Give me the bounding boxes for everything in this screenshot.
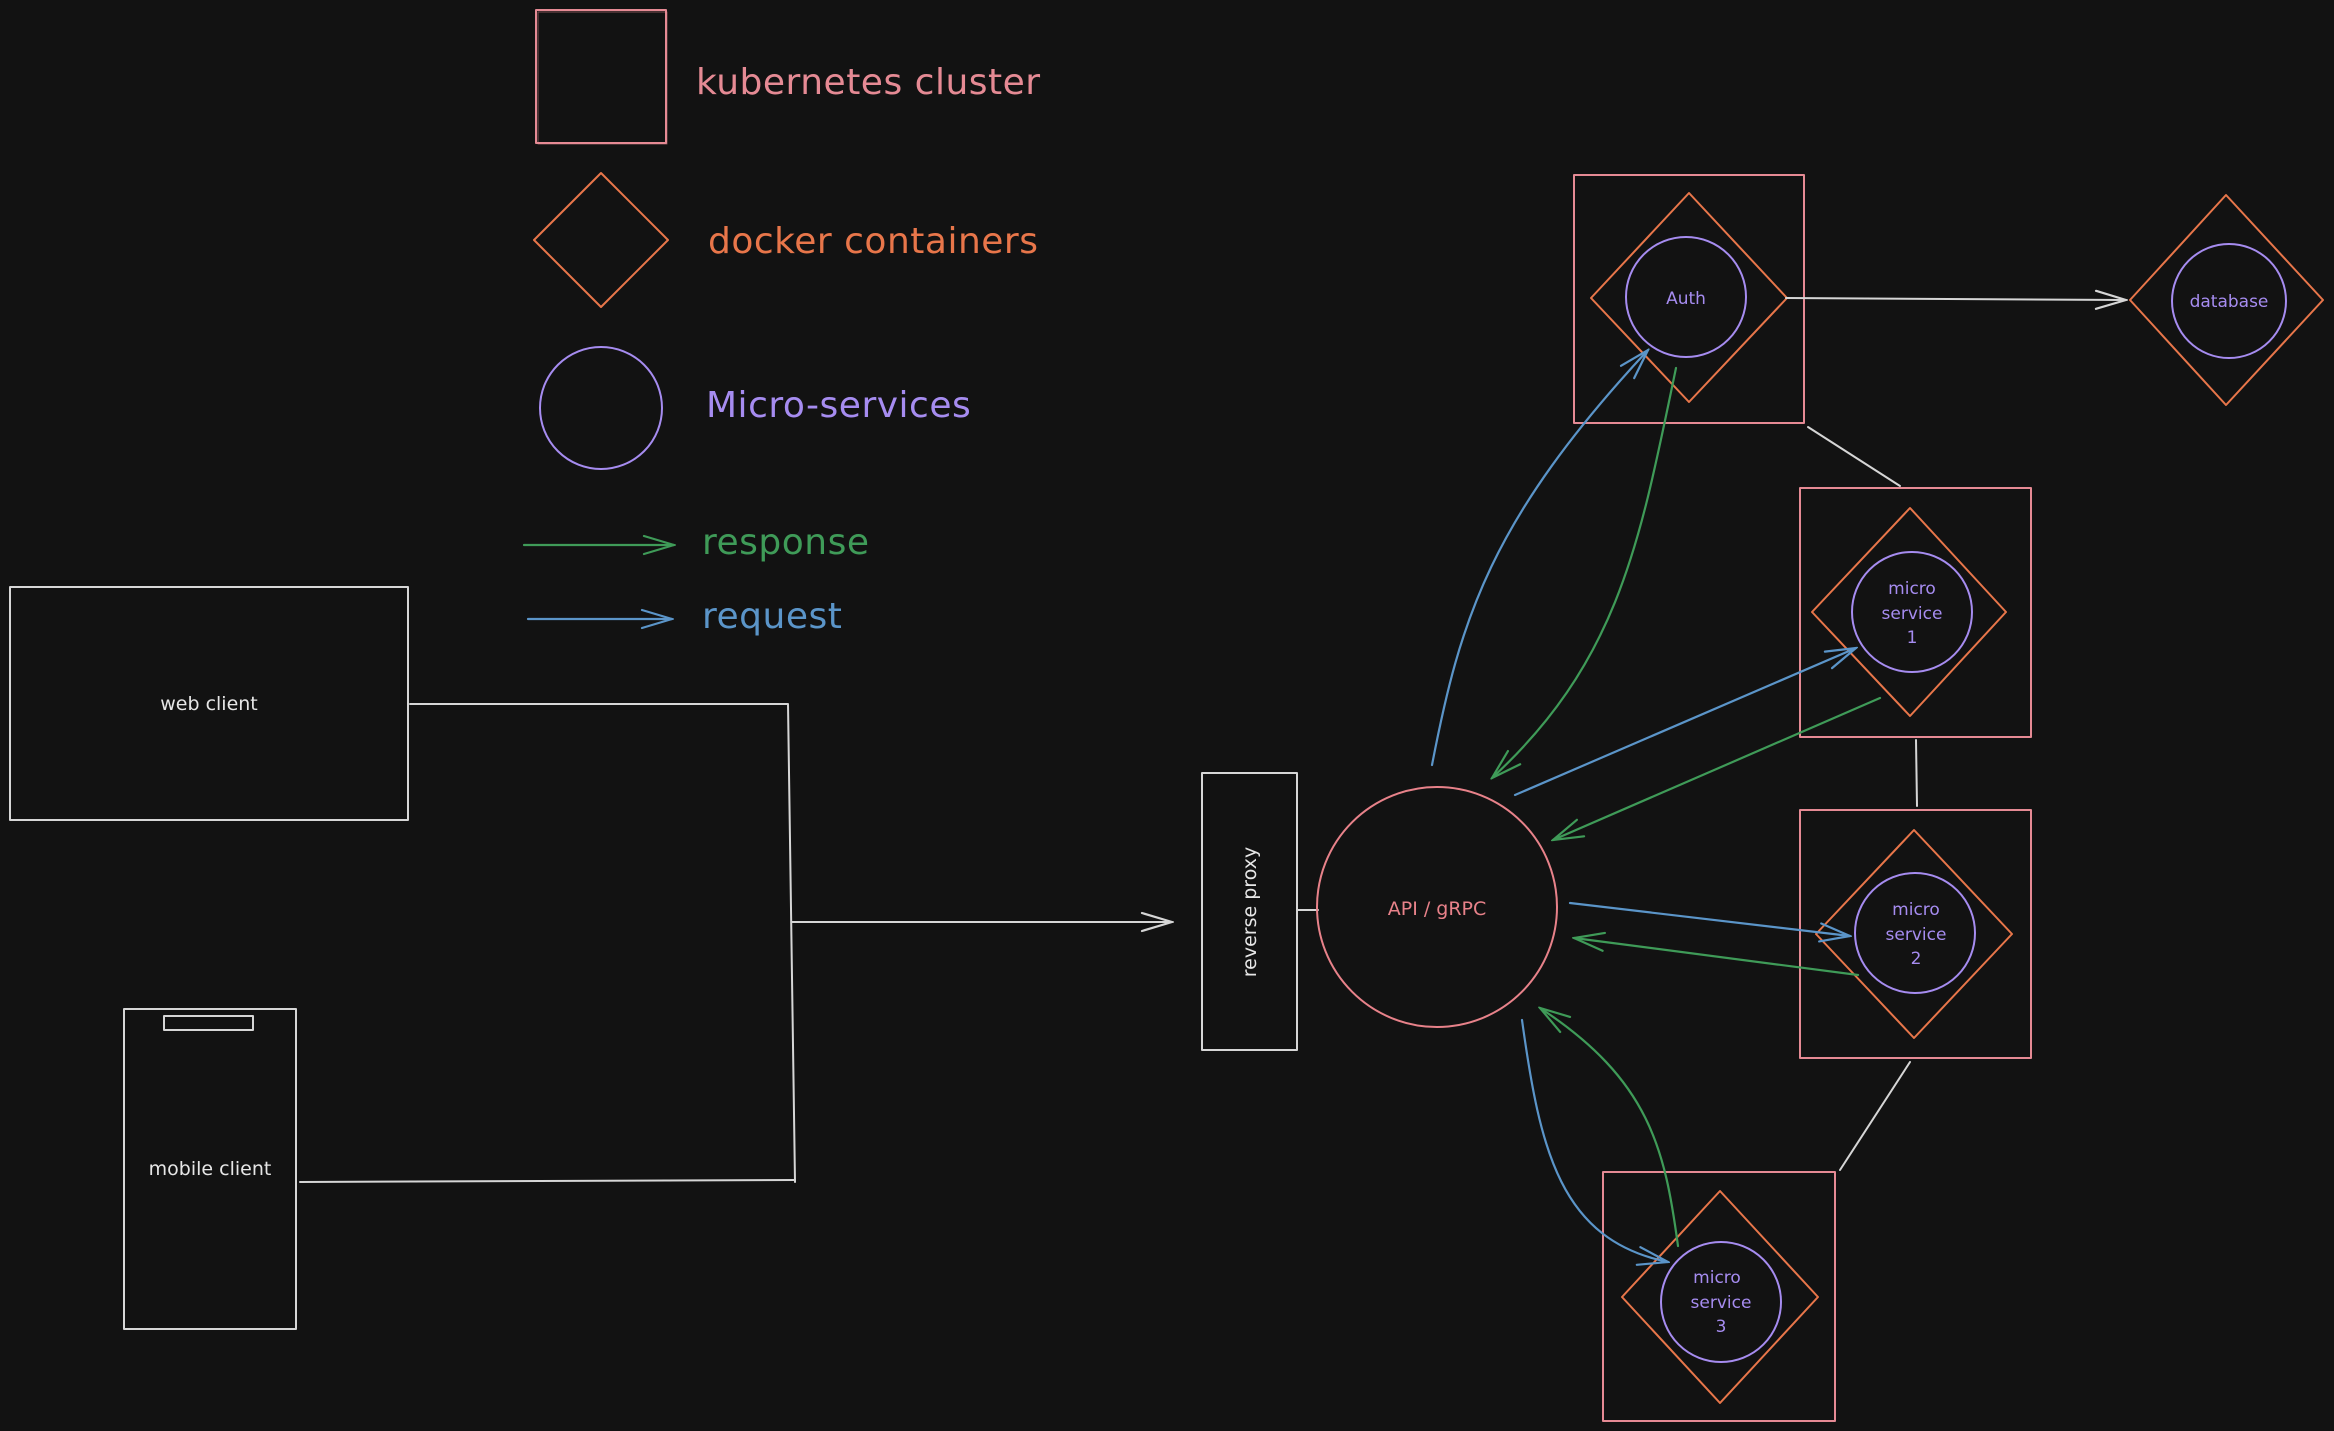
ms1-label-line3: 1 <box>1907 628 1918 648</box>
reverse-proxy-label: reverse proxy <box>1239 847 1261 977</box>
mobile-client: mobile client <box>123 1008 297 1330</box>
micro-service-1: micro service 1 <box>1799 487 2032 738</box>
ms3-label-line2: service <box>1691 1293 1752 1313</box>
ms1-ms2-link <box>1915 739 1918 807</box>
database-circle <box>2171 243 2287 359</box>
legend-response: response <box>522 522 870 563</box>
legend-container: docker containers <box>533 172 1038 308</box>
legend-cluster-label: kubernetes cluster <box>696 62 1041 103</box>
database-label: database <box>2190 292 2269 312</box>
response-ms1-to-api <box>1553 696 1882 840</box>
legend-microservice: Micro-services <box>539 346 971 470</box>
legend-microservice-icon <box>539 346 663 470</box>
web-client-connector <box>409 703 796 1183</box>
mobile-client-connector <box>299 1179 796 1183</box>
ms3-label-line1: micro <box>1693 1268 1741 1288</box>
reverse-proxy-box <box>1201 772 1298 1051</box>
request-api-to-ms2 <box>1568 901 1850 936</box>
ms2-container <box>1815 829 2013 1039</box>
legend-response-label: response <box>702 522 870 563</box>
request-api-to-ms1 <box>1513 648 1856 797</box>
client-connectors <box>299 703 1172 1183</box>
web-client-label: web client <box>160 693 258 715</box>
ms2-microservice <box>1854 872 1976 994</box>
auth-to-database-arrow <box>1785 298 2126 300</box>
legend-container-icon <box>533 172 669 308</box>
ms1-microservice <box>1851 551 1973 673</box>
mobile-notch <box>163 1015 254 1031</box>
auth-service: Auth <box>1573 174 1805 424</box>
response-arrows <box>1492 366 1882 1248</box>
ms2-label-line3: 2 <box>1911 949 1922 969</box>
response-ms2-to-api <box>1574 938 1860 977</box>
legend: kubernetes cluster docker containers Mic… <box>522 9 1041 637</box>
ms3-microservice <box>1660 1241 1782 1363</box>
ms1-cluster-box <box>1799 487 2032 738</box>
web-client-box <box>9 586 409 821</box>
ms3-cluster-box <box>1602 1171 1836 1422</box>
auth-label: Auth <box>1666 289 1706 309</box>
legend-microservice-label: Micro-services <box>706 385 971 426</box>
request-api-to-auth <box>1430 350 1648 767</box>
legend-cluster-icon <box>535 9 667 144</box>
api-gateway-label: API / gRPC <box>1388 898 1487 920</box>
ms2-cluster-box <box>1799 809 2032 1059</box>
response-auth-to-api <box>1492 366 1678 778</box>
database-container <box>2129 194 2324 406</box>
auth-microservice <box>1625 236 1747 358</box>
request-arrows <box>1430 350 1856 1262</box>
ms1-label-line2: service <box>1882 604 1943 624</box>
request-api-to-ms3 <box>1520 1018 1668 1262</box>
database-service: database <box>2129 194 2324 406</box>
response-ms3-to-api <box>1540 1008 1680 1248</box>
api-gateway-circle <box>1316 786 1558 1028</box>
legend-container-label: docker containers <box>708 221 1038 262</box>
ms2-label-line1: micro <box>1892 900 1940 920</box>
legend-request: request <box>526 596 842 637</box>
api-gateway: API / gRPC <box>1316 786 1558 1028</box>
ms2-label-line2: service <box>1886 925 1947 945</box>
reverse-proxy: reverse proxy <box>1201 772 1319 1051</box>
cluster-links <box>1807 426 1918 1171</box>
micro-service-3: micro service 3 <box>1602 1171 1836 1422</box>
mobile-client-label: mobile client <box>149 1158 272 1180</box>
ms1-container <box>1811 507 2007 717</box>
legend-request-label: request <box>702 596 842 637</box>
micro-service-2: micro service 2 <box>1799 809 2032 1059</box>
auth-ms1-link <box>1807 426 1901 487</box>
ms1-label-line1: micro <box>1888 579 1936 599</box>
web-client: web client <box>9 586 409 821</box>
mobile-client-box <box>123 1008 297 1330</box>
legend-cluster: kubernetes cluster <box>535 9 1041 145</box>
ms2-ms3-link <box>1839 1061 1911 1171</box>
ms3-label-line3: 3 <box>1716 1317 1727 1337</box>
auth-container <box>1590 192 1788 403</box>
